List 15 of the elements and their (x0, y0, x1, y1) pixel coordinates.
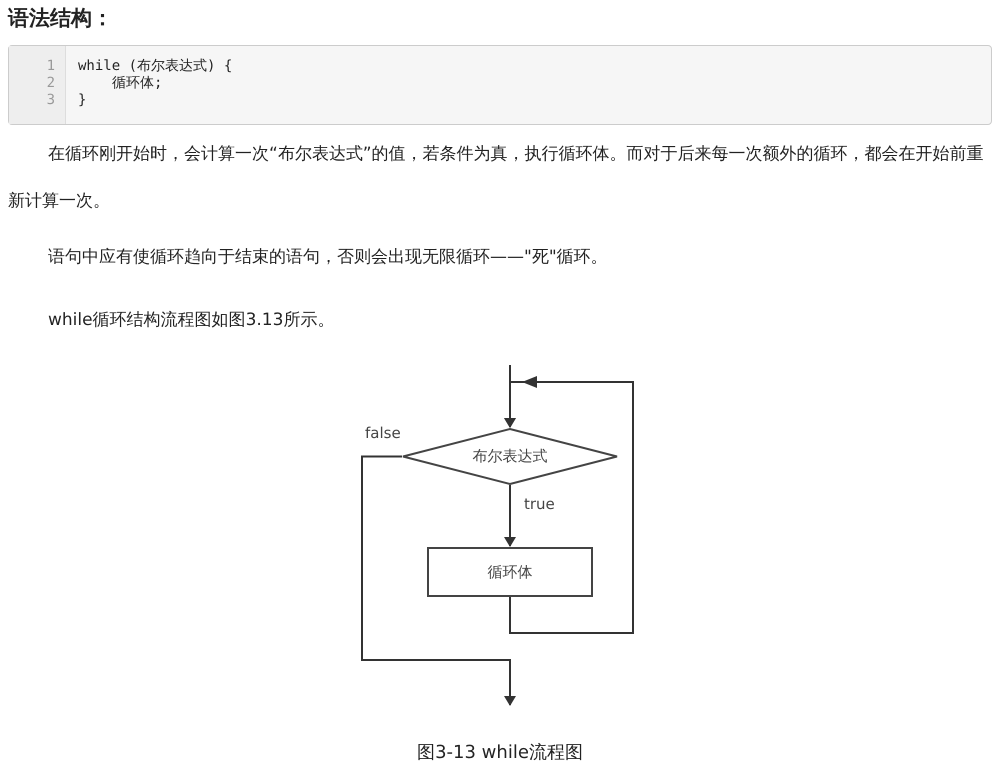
code-line: 循环体; (112, 75, 162, 92)
process-box (427, 547, 593, 597)
line-number: 3 (46, 92, 55, 109)
code-line: while (布尔表达式) { (78, 58, 232, 75)
line-number: 2 (46, 75, 55, 92)
paragraph: while循环结构流程图如图3.13所示。 (47, 309, 336, 332)
figure-caption: 图3-13 while流程图 (416, 741, 584, 764)
code-line: } (78, 92, 86, 109)
node-text: 循环体 (488, 562, 532, 582)
paragraph: 在循环刚开始时，会计算一次“布尔表达式”的值，若条件为真，执行循环体。而对于后来每一次额外的循环，都会在开始前重新计算一次。 (8, 143, 985, 213)
paragraph: 语句中应有使循环趋向于结束的语句，否则会出现无限循环——"死"循环。 (47, 246, 609, 269)
line-number: 1 (46, 58, 55, 75)
decision-diamond (402, 428, 618, 485)
heading: 语法结构： (8, 5, 113, 32)
node-text: 布尔表达式 (472, 447, 548, 466)
